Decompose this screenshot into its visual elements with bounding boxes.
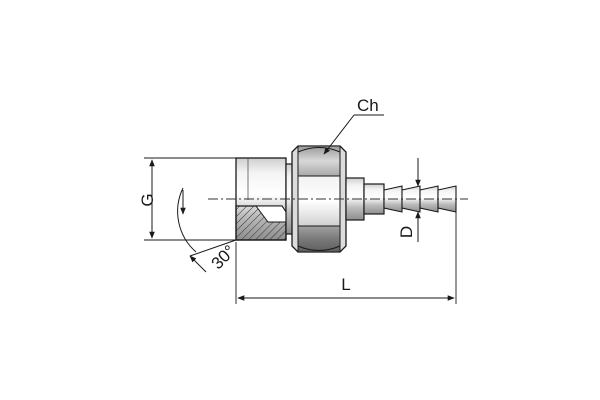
threaded-body xyxy=(235,157,287,241)
dimension-l: L xyxy=(235,212,457,304)
label-l: L xyxy=(341,275,350,294)
label-angle: 30° xyxy=(208,241,240,273)
dimension-d: D xyxy=(397,158,421,242)
label-g: G xyxy=(138,193,157,206)
label-ch: Ch xyxy=(357,96,379,115)
angle-indicator: 30° xyxy=(177,187,240,273)
dimension-g: G xyxy=(138,157,236,241)
dimension-ch: Ch xyxy=(323,96,384,155)
label-d: D xyxy=(397,226,416,238)
